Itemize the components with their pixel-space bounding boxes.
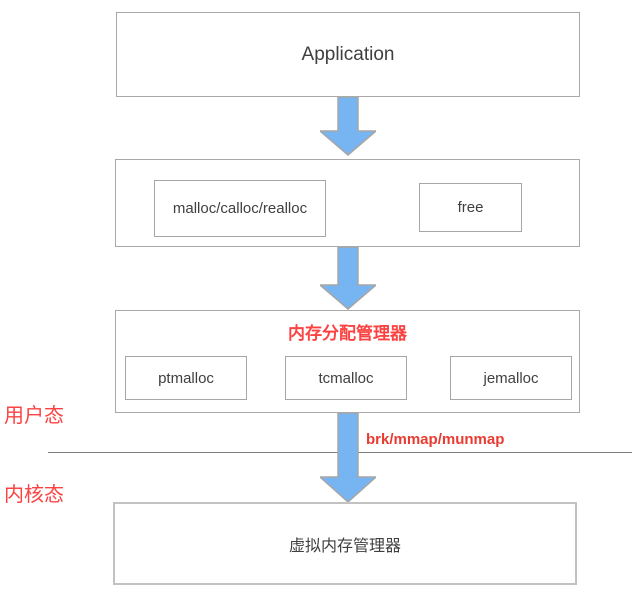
libc-api-box: malloc/calloc/realloc free — [115, 159, 580, 247]
malloc-label: malloc/calloc/realloc — [172, 200, 308, 217]
free-box: free — [419, 183, 522, 232]
ptmalloc-box: ptmalloc — [125, 356, 247, 400]
down-arrow-icon — [320, 247, 376, 310]
ptmalloc-label: ptmalloc — [158, 369, 214, 387]
jemalloc-label: jemalloc — [483, 369, 539, 387]
user-mode-label: 用户态 — [4, 405, 64, 427]
application-box: Application — [116, 12, 580, 97]
down-arrow-icon — [320, 97, 376, 156]
memory-allocator-box: 内存分配管理器 ptmalloc tcmalloc jemalloc — [115, 310, 580, 413]
malloc-calloc-realloc-box: malloc/calloc/realloc — [154, 180, 326, 237]
free-label: free — [457, 199, 484, 216]
memory-allocator-title: 内存分配管理器 — [288, 324, 407, 343]
tcmalloc-label: tcmalloc — [318, 369, 374, 387]
syscall-label: brk/mmap/munmap — [366, 431, 505, 448]
virtual-memory-manager-label: 虚拟内存管理器 — [288, 537, 401, 555]
down-arrow-icon — [320, 413, 376, 503]
tcmalloc-box: tcmalloc — [285, 356, 407, 400]
jemalloc-box: jemalloc — [450, 356, 572, 400]
virtual-memory-manager-box: 虚拟内存管理器 — [113, 502, 577, 585]
application-label: Application — [301, 43, 395, 65]
kernel-mode-label: 内核态 — [4, 484, 64, 506]
